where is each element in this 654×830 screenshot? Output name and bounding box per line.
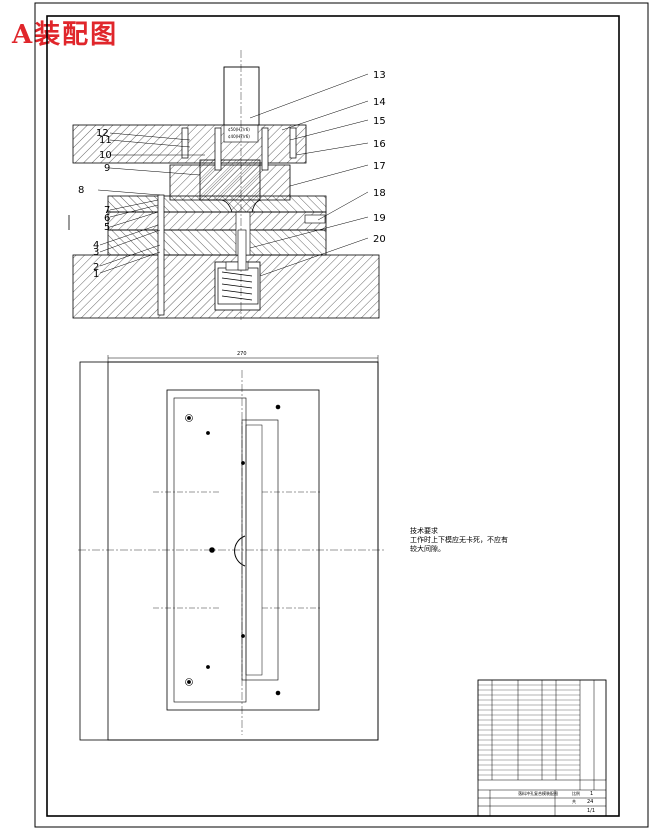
callout-4: 4 xyxy=(93,240,99,251)
callout-16: 16 xyxy=(373,139,386,150)
svg-text:¢40(H7/r6): ¢40(H7/r6) xyxy=(228,134,250,139)
die-shank xyxy=(223,66,260,126)
callout-leaders xyxy=(97,73,369,277)
sheet-total: 1/1 xyxy=(587,808,595,814)
lower-die-block xyxy=(107,229,327,256)
punch-holder xyxy=(199,159,261,201)
callout-6: 6 xyxy=(104,213,110,224)
callout-9: 9 xyxy=(104,163,110,174)
pierce-arc xyxy=(234,535,246,567)
callout-8: 8 xyxy=(78,185,84,196)
notes-line-2: 较大间隙。 xyxy=(410,545,445,553)
callout-labels: 1 2 3 4 5 6 7 8 9 10 11 12 13 14 15 16 1… xyxy=(78,70,386,280)
scale-value: 1 xyxy=(590,791,593,797)
dimension-270: 270 xyxy=(237,351,247,357)
callout-11: 11 xyxy=(99,135,112,146)
parts-list-rows xyxy=(478,684,580,776)
drawing-title-text: 落料冲孔复合模装配图 xyxy=(518,790,558,796)
technical-notes: 技术要求 工作时上下模应无卡死，不应有 较大间隙。 xyxy=(410,527,508,554)
notes-heading: 技术要求 xyxy=(410,527,438,535)
callout-19: 19 xyxy=(373,213,386,224)
plan-view: 270 xyxy=(78,351,385,741)
callout-3: 3 xyxy=(93,247,99,258)
callout-17: 17 xyxy=(373,161,386,172)
section-view: ¢50(H7/r6) ¢40(H7/r6) xyxy=(68,50,380,320)
outer-frame xyxy=(34,2,649,828)
callout-7: 7 xyxy=(104,205,110,216)
guide-pin-left xyxy=(157,194,165,316)
callout-5: 5 xyxy=(104,222,110,233)
die-plate xyxy=(107,211,327,231)
callout-12: 12 xyxy=(96,128,109,139)
callout-13: 13 xyxy=(373,70,386,81)
callout-18: 18 xyxy=(373,188,386,199)
plan-holes xyxy=(185,404,281,696)
callout-2: 2 xyxy=(93,262,99,273)
callout-1: 1 xyxy=(93,269,99,280)
callout-20: 20 xyxy=(373,234,386,245)
ejector-rod xyxy=(237,229,247,271)
inner-frame xyxy=(46,15,620,817)
scale-label: 比例 xyxy=(572,790,580,796)
lower-plate-outline xyxy=(79,361,379,741)
drawing-title-stamp: A装配图 xyxy=(12,20,119,50)
svg-text:¢50(H7/r6): ¢50(H7/r6) xyxy=(228,127,250,132)
callout-10: 10 xyxy=(99,150,112,161)
callout-15: 15 xyxy=(373,116,386,127)
callout-14: 14 xyxy=(373,97,386,108)
notes-line-1: 工作时上下模应无卡死，不应有 xyxy=(410,536,508,544)
sheet-label: 共 xyxy=(572,798,576,804)
sheet-value: 24 xyxy=(587,799,593,805)
upper-bolts xyxy=(181,127,297,171)
title-block xyxy=(477,679,607,817)
